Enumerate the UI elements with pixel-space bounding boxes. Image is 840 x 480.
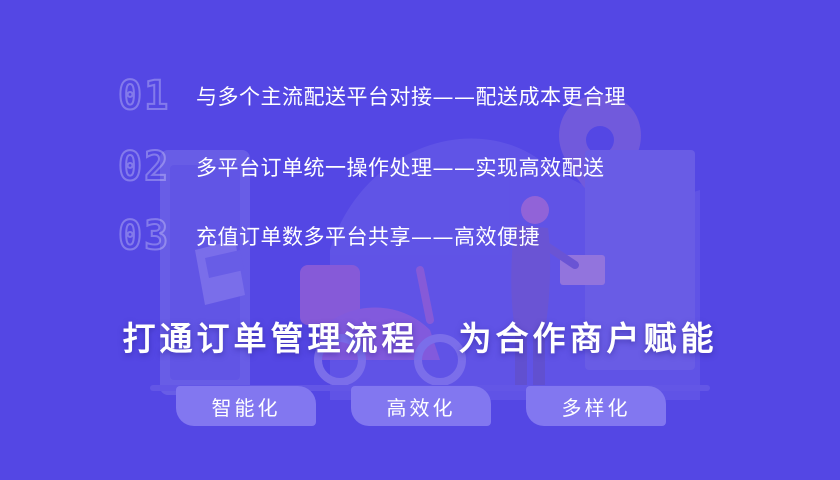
tag-smart: 智能化 [176, 386, 316, 426]
feature-row-1: 01 与多个主流配送平台对接——配送成本更合理 [117, 73, 626, 119]
feature-number: 03 [117, 213, 171, 259]
feature-text: 与多个主流配送平台对接——配送成本更合理 [196, 85, 626, 109]
feature-row-3: 03 充值订单数多平台共享——高效便捷 [117, 213, 540, 259]
headline: 打通订单管理流程为合作商户赋能 [0, 312, 840, 360]
tag-diverse: 多样化 [526, 386, 666, 426]
headline-left: 打通订单管理流程 [122, 319, 419, 358]
headline-right: 为合作商户赋能 [458, 319, 718, 358]
building-panel [585, 150, 695, 370]
feature-row-2: 02 多平台订单统一操作处理——实现高效配送 [117, 144, 605, 190]
courier-icon [511, 196, 605, 385]
feature-number: 01 [117, 73, 171, 119]
feature-text: 充值订单数多平台共享——高效便捷 [196, 225, 540, 249]
tag-efficient: 高效化 [351, 386, 491, 426]
feature-text: 多平台订单统一操作处理——实现高效配送 [196, 156, 605, 180]
tag-list: 智能化 高效化 多样化 [0, 386, 840, 426]
feature-number: 02 [117, 144, 171, 190]
scooter-icon [300, 265, 466, 386]
